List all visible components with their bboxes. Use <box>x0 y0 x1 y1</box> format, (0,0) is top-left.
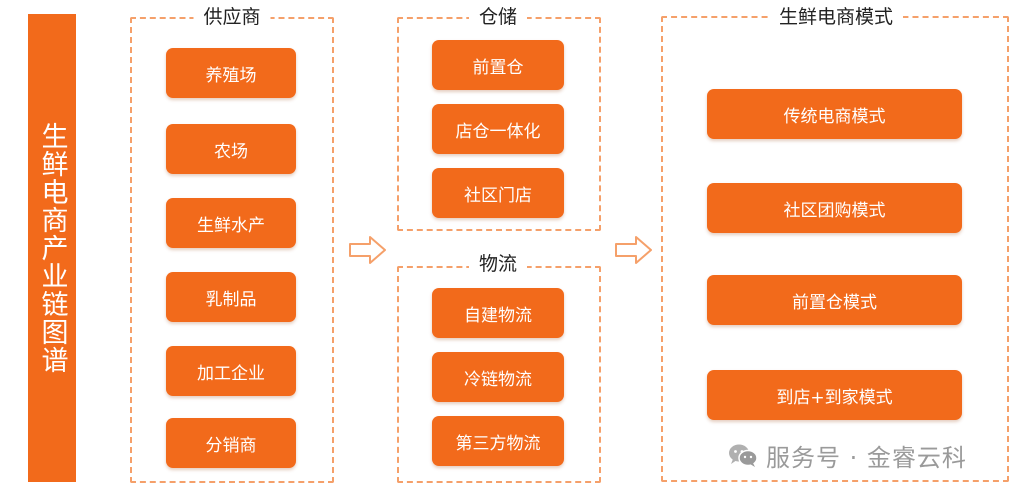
supplier-item-distributor: 分销商 <box>166 418 296 468</box>
logistics-item-third-party: 第三方物流 <box>432 416 564 466</box>
supplier-item-dairy: 乳制品 <box>166 272 296 322</box>
storage-item-community-store: 社区门店 <box>432 168 564 218</box>
supplier-item-processing: 加工企业 <box>166 346 296 396</box>
logistics-title: 物流 <box>468 252 528 276</box>
supplier-title: 供应商 <box>193 5 271 29</box>
logistics-item-own: 自建物流 <box>432 288 564 338</box>
hollow-right-arrow-icon <box>349 236 386 264</box>
models-title: 生鲜电商模式 <box>768 5 904 29</box>
watermark: 服务号 · 金睿云科 <box>728 438 967 473</box>
industry-chain-title-bar: 生鲜电商产业链图谱 <box>28 14 76 482</box>
storage-item-store-warehouse: 店仓一体化 <box>432 104 564 154</box>
model-item-front-warehouse: 前置仓模式 <box>707 275 962 325</box>
hollow-right-arrow-icon <box>615 236 652 264</box>
logistics-item-cold-chain: 冷链物流 <box>432 352 564 402</box>
storage-item-front-warehouse: 前置仓 <box>432 40 564 90</box>
watermark-text: 服务号 · 金睿云科 <box>766 444 967 472</box>
industry-chain-title: 生鲜电商产业链图谱 <box>36 122 68 374</box>
storage-title: 仓储 <box>468 5 528 29</box>
model-item-store-home: 到店+到家模式 <box>707 370 962 420</box>
supplier-item-seafood: 生鲜水产 <box>166 198 296 248</box>
model-item-group-buying: 社区团购模式 <box>707 183 962 233</box>
wechat-icon <box>729 444 758 467</box>
supplier-item-farm-breeding: 养殖场 <box>166 48 296 98</box>
supplier-item-farm: 农场 <box>166 124 296 174</box>
model-item-traditional: 传统电商模式 <box>707 89 962 139</box>
